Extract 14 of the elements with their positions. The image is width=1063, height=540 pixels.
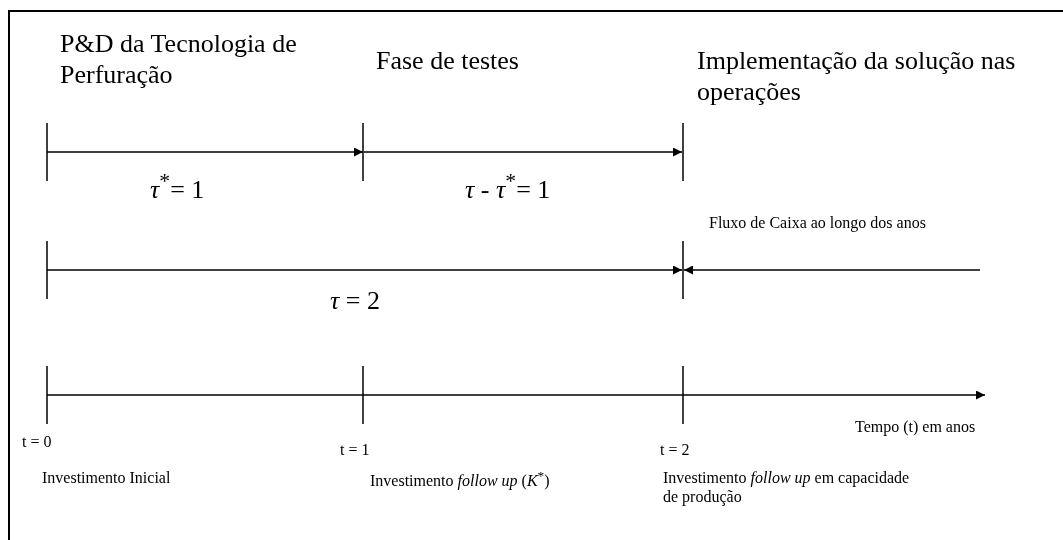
tick-label: t = 0	[22, 432, 53, 452]
phase-heading: Implementação da solução nas operações	[697, 45, 1017, 108]
investment-note: Investimento Inicial	[42, 468, 172, 488]
duration-label: τ$^{*}$= 1	[150, 168, 206, 205]
phase-heading: P&D da Tecnologia de Perfuração	[60, 28, 298, 91]
investment-note: Investimento follow up em capacidade de produção	[663, 468, 911, 507]
phase-heading: Fase de testes	[376, 45, 520, 77]
annotation-text: Fluxo de Caixa ao longo dos anos	[709, 213, 927, 233]
axis-title: Tempo (t) em anos	[855, 417, 977, 437]
duration-label: τ = 2	[330, 285, 381, 317]
duration-label: τ - τ$^{*}$= 1	[465, 168, 552, 205]
investment-note: Investimento follow up (K$^{*}$)	[370, 468, 551, 491]
tick-label: t = 1	[340, 440, 371, 460]
tick-label: t = 2	[660, 440, 691, 460]
